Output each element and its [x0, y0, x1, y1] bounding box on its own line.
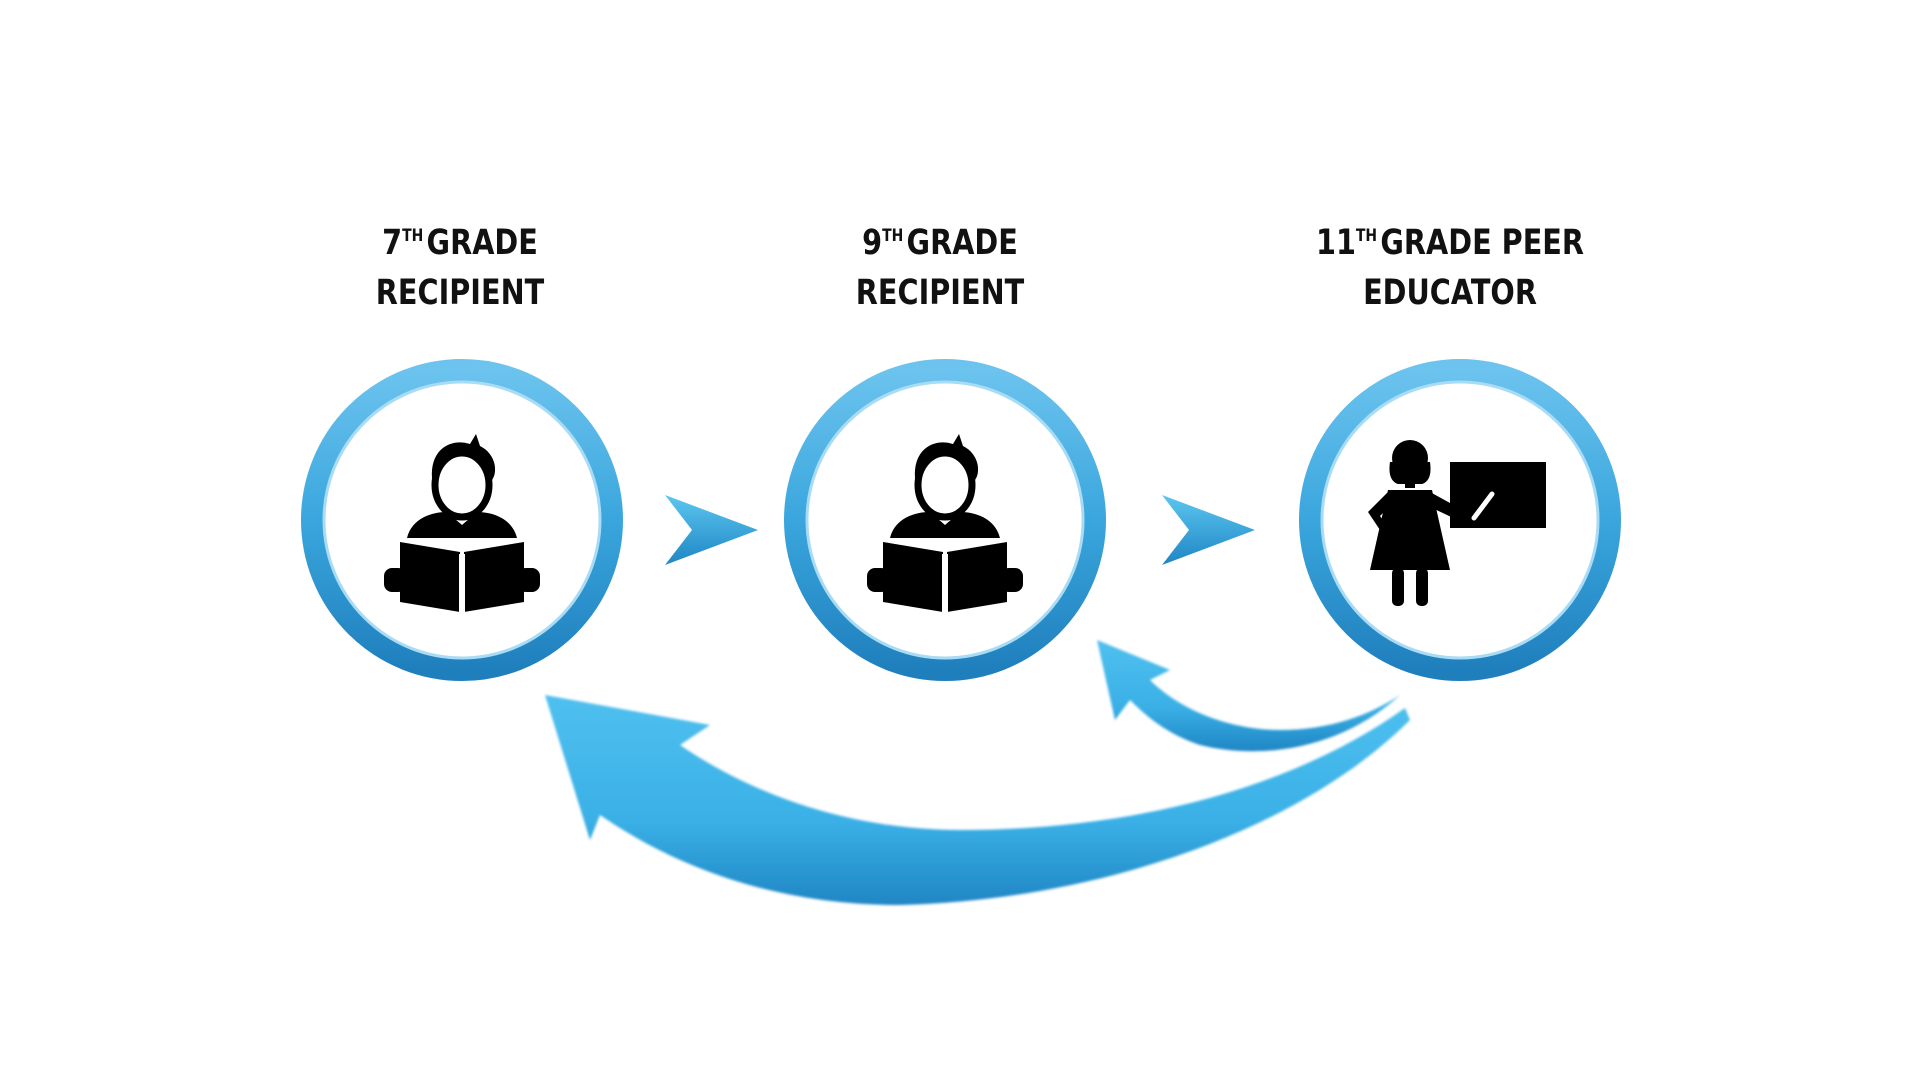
stage-label-grade11: 11THGRADE PEER EDUCATOR	[1278, 218, 1622, 318]
return-arrow-to-grade7	[545, 695, 1410, 905]
stage-label-grade7: 7THGRADE RECIPIENT	[288, 218, 632, 318]
grade-number: 9	[862, 223, 883, 263]
grade-text: GRADE	[906, 223, 1018, 263]
role-text: RECIPIENT	[375, 273, 545, 313]
grade-suffix: TH	[1355, 226, 1378, 247]
role-text: RECIPIENT	[855, 273, 1025, 313]
return-arrow-to-grade9	[1097, 640, 1400, 752]
stage-label-grade9: 9THGRADE RECIPIENT	[768, 218, 1112, 318]
forward-arrow-grade7-to-grade9	[665, 495, 758, 565]
grade-text: GRADE	[426, 223, 538, 263]
student-reading-icon	[867, 434, 1023, 612]
grade-text: GRADE PEER	[1380, 223, 1585, 263]
grade-suffix: TH	[882, 226, 904, 247]
grade-suffix: TH	[402, 226, 424, 247]
grade-number: 7	[382, 223, 403, 263]
student-reading-icon	[384, 434, 540, 612]
teacher-at-board-icon	[1368, 440, 1546, 606]
grade-number: 11	[1315, 223, 1356, 263]
forward-arrow-grade9-to-grade11	[1162, 495, 1255, 565]
role-text: EDUCATOR	[1363, 273, 1537, 313]
